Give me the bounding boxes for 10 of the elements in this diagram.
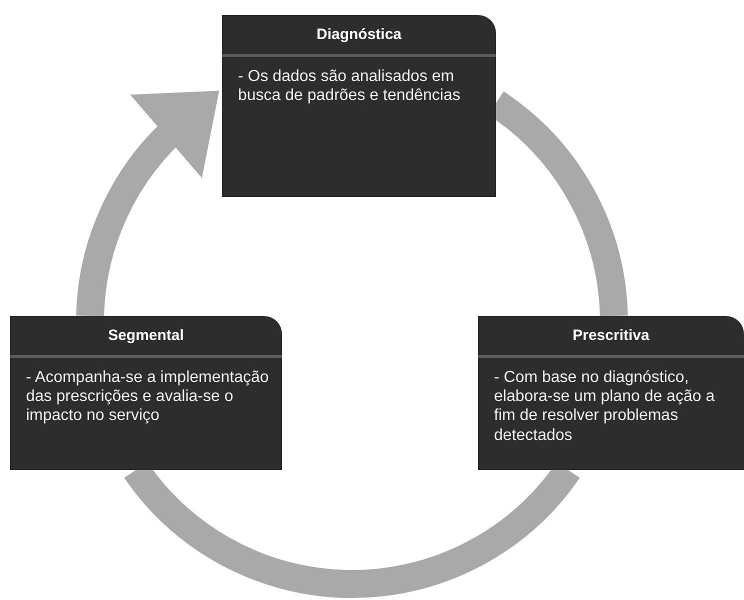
stage-description: - Acompanha-se a implementação das prescrições e avalia-se o impacto no serviço (25, 368, 270, 426)
stage-title: Prescritiva (572, 327, 650, 344)
stage-description: - Com base no diagnóstico, elabora-se um plano de ação a fim de resolver problemas detectados (493, 368, 716, 446)
stage-description: - Os dados são analisados em busca de padrões e tendências (237, 67, 462, 106)
stage-card (478, 316, 744, 470)
stage-title: Diagnóstica (316, 26, 402, 43)
stage-card (10, 316, 282, 470)
cycle-arrow (76, 88, 218, 318)
stage-title: Segmental (108, 327, 184, 344)
stage-card (222, 15, 496, 197)
